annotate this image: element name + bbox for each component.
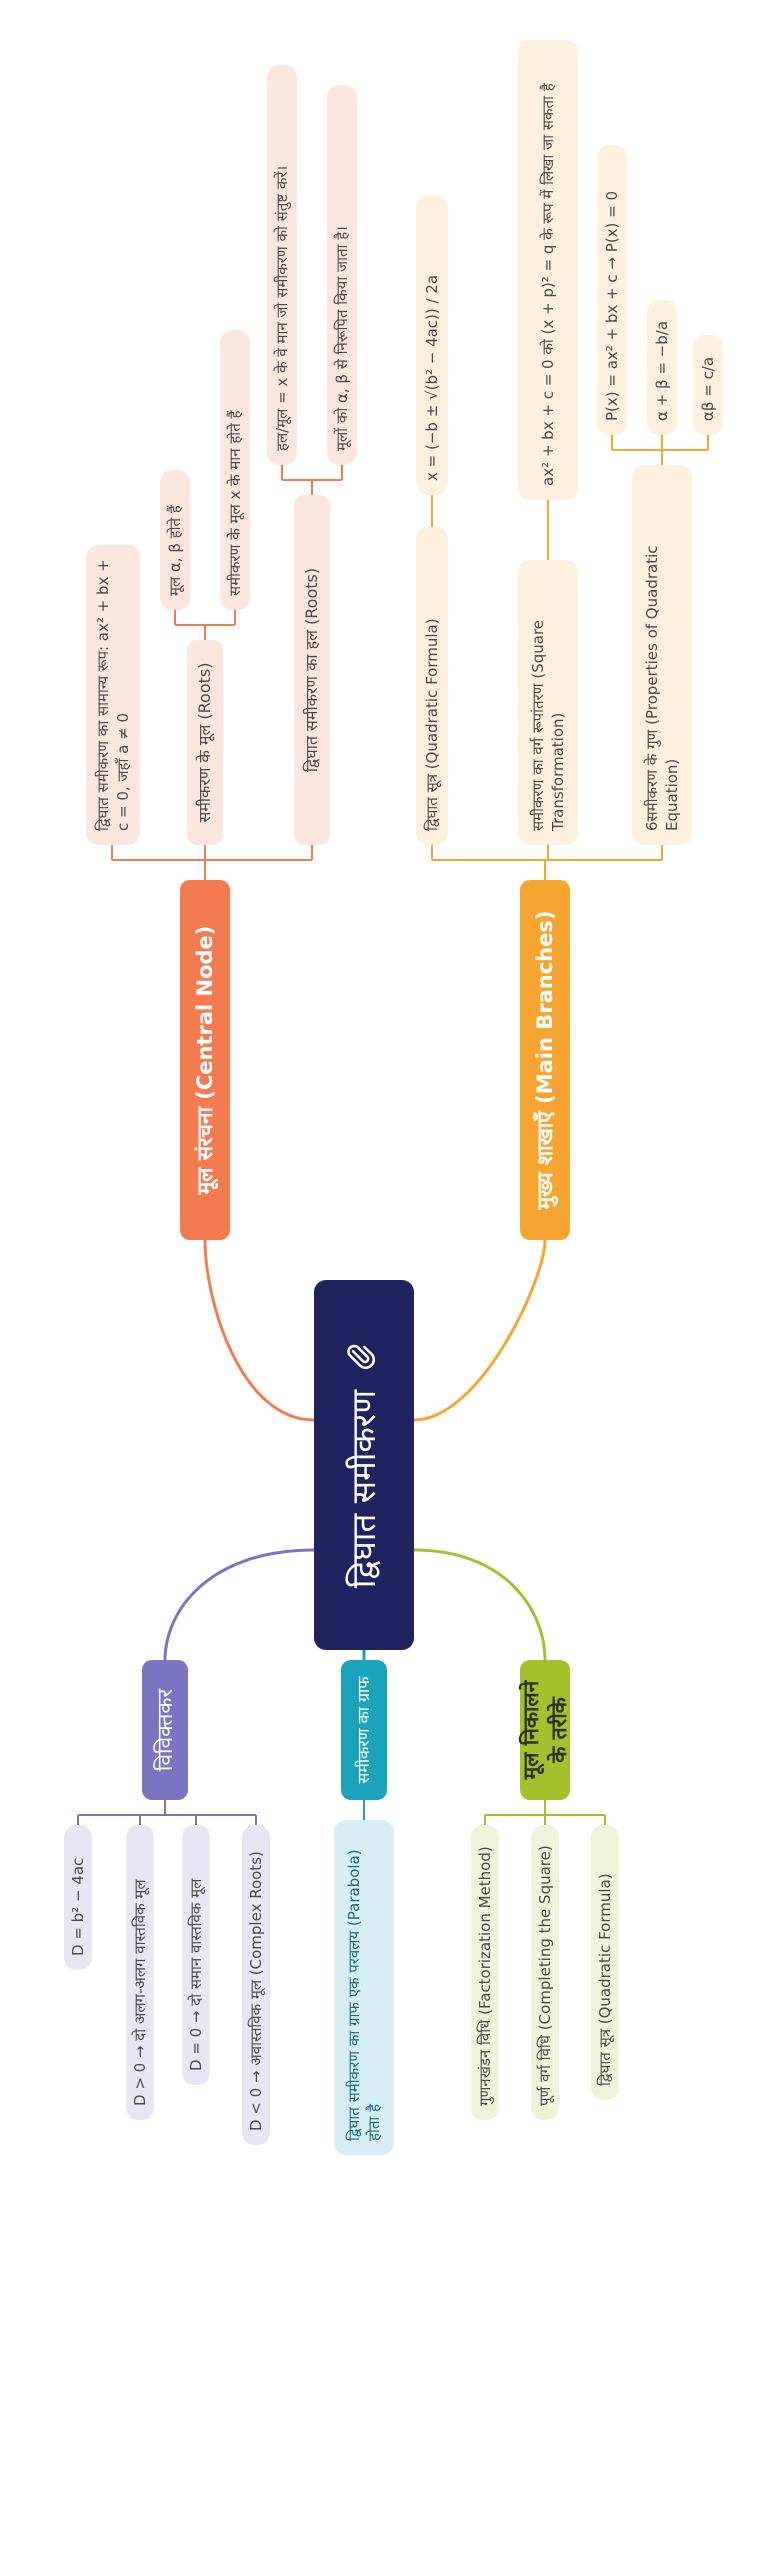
connector-central-vivechak — [163, 1548, 315, 1661]
leaf-discriminant-negative[interactable]: D < 0 → अवास्तविक मूल (Complex Roots) — [242, 1825, 270, 2145]
branch-vivechak[interactable]: विविक्तकर — [142, 1660, 188, 1800]
leaf-discriminant-formula[interactable]: D = b² − 4ac — [64, 1825, 92, 1970]
leaf-completing-square[interactable]: पूर्ण वर्ग विधि (Completing the Square) — [531, 1825, 559, 2120]
leaf-satisfy[interactable]: हल/मूल = x के वे मान जो समीकरण को संतुष्… — [267, 65, 297, 465]
connector-central-mool-sanrachna — [203, 1239, 315, 1422]
node-quadratic-formula[interactable]: द्विघात सूत्र (Quadratic Formula) — [416, 527, 448, 845]
connector-central-methods — [413, 1548, 547, 1661]
branch-graph[interactable]: समीकरण का ग्राफ — [341, 1660, 387, 1800]
leaf-general-form[interactable]: द्विघात समीकरण का सामान्य रूप: ax² + bx … — [86, 545, 140, 845]
leaf-discriminant-positive[interactable]: D > 0 → दो अलग-अलग वास्तविक मूल — [126, 1825, 154, 2120]
leaf-quadratic-formula-method[interactable]: द्विघात सूत्र (Quadratic Formula) — [591, 1825, 619, 2100]
leaf-discriminant-zero[interactable]: D = 0 → दो समान वास्तविक मूल — [182, 1825, 210, 2085]
node-square-transformation[interactable]: समीकरण का वर्ग रूपांतरण (Square Transfor… — [518, 560, 578, 845]
central-node[interactable]: द्विघात समीकरण — [314, 1280, 414, 1650]
leaf-root-values[interactable]: समीकरण के मूल x के मान होते हैं — [220, 330, 250, 610]
node-roots[interactable]: समीकरण के मूल (Roots) — [187, 640, 223, 845]
leaf-sum-of-roots[interactable]: α + β = −b/a — [647, 300, 677, 435]
node-properties[interactable]: 6समीकरण के गुण (Properties of Quadratic … — [632, 465, 692, 845]
leaf-formula-expression[interactable]: x = (−b ± √(b² − 4ac)) / 2a — [416, 195, 448, 495]
leaf-factorization[interactable]: गुणनखंडन विधि (Factorization Method) — [471, 1825, 499, 2120]
paperclip-icon — [342, 1342, 387, 1372]
branch-mool-sanrachna[interactable]: मूल संरचना (Central Node) — [180, 880, 230, 1240]
node-solution[interactable]: द्विघात समीकरण का हल (Roots) — [294, 495, 330, 845]
leaf-product-of-roots[interactable]: αβ = c/a — [693, 335, 723, 435]
leaf-parabola[interactable]: द्विघात समीकरण का ग्राफ एक परवलय (Parabo… — [334, 1820, 394, 2155]
leaf-alpha-beta[interactable]: मूल α, β होते हैं — [160, 470, 190, 610]
central-title: द्विघात समीकरण — [343, 1389, 383, 1589]
leaf-square-expression[interactable]: ax² + bx + c = 0 को (x + p)² = q के रूप … — [518, 40, 578, 500]
branch-mukhya-shakhayen[interactable]: मुख्य शाखाएँ (Main Branches) — [520, 880, 570, 1240]
connector-central-mukhya-shakhayen — [413, 1239, 547, 1422]
leaf-determined[interactable]: मूलों को α, β से निरूपित किया जाता है। — [327, 85, 357, 465]
branch-methods[interactable]: मूल निकालने के तरीके — [519, 1660, 571, 1800]
leaf-px-expression[interactable]: P(x) = ax² + bx + c → P(x) = 0 — [597, 145, 627, 435]
